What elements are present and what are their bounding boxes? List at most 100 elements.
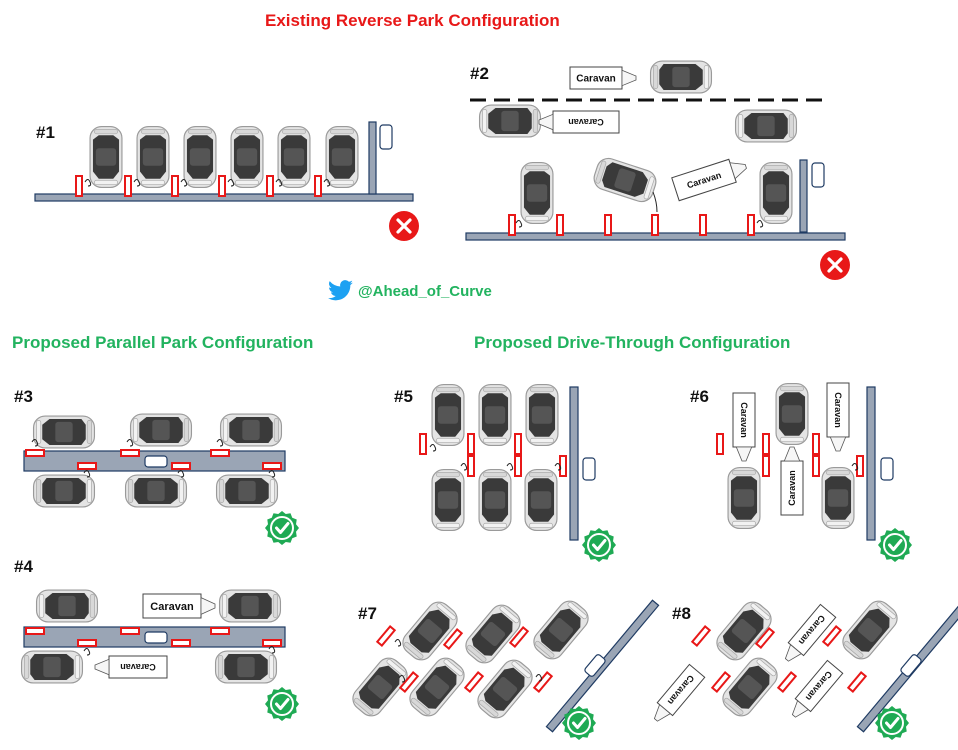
charger-icon xyxy=(762,455,770,477)
car-icon xyxy=(35,589,99,623)
car-icon xyxy=(528,595,594,665)
station-kiosk xyxy=(582,457,596,481)
charger-icon xyxy=(651,214,659,236)
charger-icon xyxy=(77,639,97,647)
car-icon xyxy=(325,125,359,189)
charge-cable xyxy=(227,179,235,187)
charger-icon xyxy=(846,671,868,693)
car-icon xyxy=(520,161,554,225)
charger-icon xyxy=(25,449,45,457)
charge-cable xyxy=(83,470,91,478)
charger-icon xyxy=(75,175,83,197)
charger-icon xyxy=(467,433,475,455)
car-icon xyxy=(183,125,217,189)
car-icon xyxy=(525,383,559,447)
car-icon xyxy=(431,468,465,532)
car-icon xyxy=(478,468,512,532)
caravan-trailer-icon: Caravan xyxy=(780,446,804,516)
car-icon xyxy=(129,413,193,447)
charger-icon xyxy=(710,671,732,693)
charge-cable xyxy=(851,463,859,471)
charge-cable xyxy=(268,646,276,654)
charger-icon xyxy=(314,175,322,197)
charger-icon xyxy=(747,214,755,236)
twitter-handle[interactable]: @Ahead_of_Curve xyxy=(358,283,492,300)
charger-icon xyxy=(419,433,427,455)
car-icon xyxy=(214,650,278,684)
charger-icon xyxy=(812,455,820,477)
car-icon xyxy=(717,652,783,722)
charger-icon xyxy=(556,214,564,236)
charger-icon xyxy=(120,627,140,635)
scenario-label-6: #6 xyxy=(690,387,709,406)
charger-icon xyxy=(171,639,191,647)
caravan-trailer-icon: Caravan xyxy=(94,655,168,679)
charge-cable xyxy=(84,179,92,187)
charge-cable xyxy=(394,639,402,647)
scenario-label-4: #4 xyxy=(14,557,33,576)
charger-icon xyxy=(716,433,724,455)
scenario-label-5: #5 xyxy=(394,387,413,406)
charge-cable xyxy=(268,470,276,478)
caravan-trailer-icon: Caravan xyxy=(826,382,850,452)
car-icon xyxy=(478,104,542,138)
charger-icon xyxy=(604,214,612,236)
charger-icon xyxy=(463,671,485,693)
twitter-bird-icon xyxy=(328,280,353,301)
charger-icon xyxy=(754,627,776,649)
scenario-label-3: #3 xyxy=(14,387,33,406)
caravan-trailer-icon: Caravan xyxy=(142,593,216,619)
charge-cable xyxy=(275,179,283,187)
charge-cable xyxy=(177,470,185,478)
approve-icon xyxy=(875,706,909,740)
station-kiosk xyxy=(880,457,894,481)
caravan-trailer-icon: Caravan xyxy=(653,663,706,722)
car-icon xyxy=(524,468,558,532)
car-icon xyxy=(727,466,761,530)
caravan-label: Caravan xyxy=(787,470,797,506)
approve-icon xyxy=(562,706,596,740)
scenario-label-2: #2 xyxy=(470,64,489,83)
curb xyxy=(866,386,876,541)
charger-icon xyxy=(266,175,274,197)
charge-cable xyxy=(506,463,514,471)
station-kiosk xyxy=(144,455,168,468)
car-icon xyxy=(590,154,660,206)
caravan-label: Caravan xyxy=(120,662,156,672)
charger-icon xyxy=(812,433,820,455)
car-icon xyxy=(649,60,713,94)
charger-icon xyxy=(776,671,798,693)
car-icon xyxy=(759,161,793,225)
approve-icon xyxy=(582,528,616,562)
approve-icon xyxy=(265,687,299,721)
car-icon xyxy=(215,474,279,508)
caravan-label: Caravan xyxy=(739,402,749,438)
charger-icon xyxy=(375,625,397,647)
charger-icon xyxy=(532,671,554,693)
charge-cable xyxy=(83,648,91,656)
charger-icon xyxy=(508,214,516,236)
caravan-label: Caravan xyxy=(576,74,615,85)
charge-cable xyxy=(31,439,39,447)
station-kiosk xyxy=(379,124,393,150)
existing-config-title: Existing Reverse Park Configuration xyxy=(265,11,560,30)
charger-icon xyxy=(508,626,530,648)
charger-icon xyxy=(398,671,420,693)
curb xyxy=(569,386,579,541)
charge-cable xyxy=(429,444,437,452)
charge-cable xyxy=(652,191,658,213)
station-kiosk xyxy=(584,654,606,677)
station-kiosk xyxy=(811,162,825,188)
charger-icon xyxy=(124,175,132,197)
car-icon xyxy=(219,413,283,447)
charger-icon xyxy=(120,449,140,457)
caravan-trailer-icon: Caravan xyxy=(791,659,844,718)
car-icon xyxy=(218,589,282,623)
drive-through-config-title: Proposed Drive-Through Configuration xyxy=(474,333,791,352)
charge-cable xyxy=(133,179,141,187)
car-icon xyxy=(277,125,311,189)
car-icon xyxy=(478,383,512,447)
car-icon xyxy=(404,652,470,722)
charger-icon xyxy=(690,625,712,647)
charge-cable xyxy=(756,220,764,228)
